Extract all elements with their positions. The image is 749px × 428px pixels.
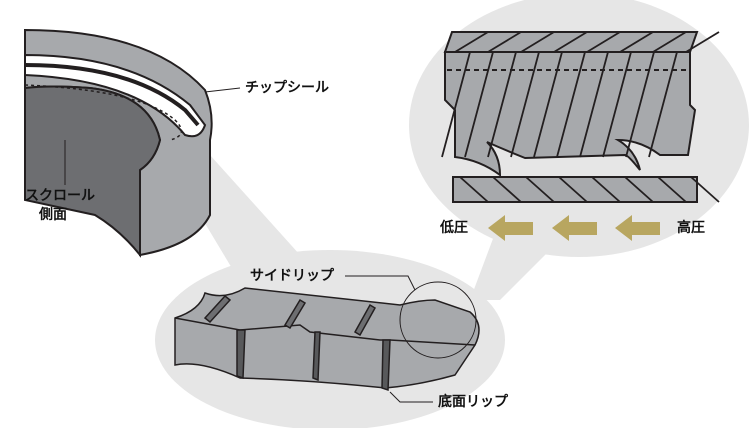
flow-arrows — [488, 215, 660, 241]
hatch-line — [533, 51, 563, 158]
hatch-line — [487, 51, 517, 158]
hatch-line — [487, 31, 522, 53]
low-pressure-label: 低圧 — [440, 220, 468, 236]
hatch-line — [602, 51, 632, 158]
hatch-line — [553, 31, 588, 53]
hatch-line — [492, 176, 522, 203]
bottom-lip-label: 底面リップ — [438, 394, 508, 410]
magnify-circle — [399, 281, 477, 359]
hatch-line — [619, 31, 654, 53]
hatch-line — [652, 31, 687, 53]
arrow-left-icon — [615, 215, 660, 241]
hatch-line — [579, 51, 609, 158]
scroll-side-label-line1: スクロール — [25, 188, 95, 204]
hatch-line — [648, 51, 678, 158]
hatch-line — [454, 31, 489, 53]
hatch-line — [624, 176, 654, 203]
hatch-line — [586, 31, 621, 53]
scroll-side-label-line2: 側面 — [39, 207, 67, 223]
hatch-line — [459, 176, 489, 203]
side-lip-leader — [345, 275, 416, 291]
hatch-line — [591, 176, 621, 203]
arrow-left-icon — [488, 215, 533, 241]
tip-seal-leader — [204, 87, 241, 93]
hatch-line — [464, 51, 494, 158]
side-lip-label: サイドリップ — [250, 268, 334, 284]
hatch-line — [525, 176, 555, 203]
hatch-line — [625, 51, 655, 158]
hatch-line — [520, 31, 555, 53]
hatch-line — [657, 176, 687, 203]
high-pressure-label: 高圧 — [677, 220, 705, 236]
hatch-line — [685, 31, 720, 53]
hatch-line — [558, 176, 588, 203]
lip-strip — [174, 287, 480, 392]
tip-seal-label: チップシール — [245, 80, 329, 96]
bottom-lip-leader — [389, 391, 433, 403]
scroll-illustration — [24, 28, 213, 258]
hatch-line — [556, 51, 586, 158]
hatch-line — [690, 176, 720, 203]
hatch-line — [510, 51, 540, 158]
hatch-line — [441, 51, 471, 158]
arrow-left-icon — [552, 215, 597, 241]
hatch-lines — [441, 31, 720, 203]
